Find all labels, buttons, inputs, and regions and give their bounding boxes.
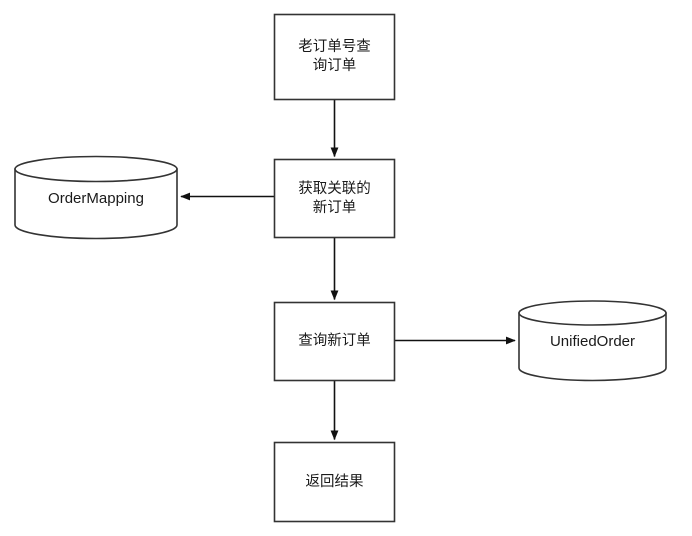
node-return-result[interactable] xyxy=(273,441,396,523)
node-unified-order-db[interactable] xyxy=(518,300,667,382)
node-order-mapping-db[interactable] xyxy=(14,155,178,240)
node-query-new-order[interactable] xyxy=(273,301,396,382)
node-old-order-query[interactable] xyxy=(273,13,396,101)
node-get-related-new-order[interactable] xyxy=(273,158,396,239)
